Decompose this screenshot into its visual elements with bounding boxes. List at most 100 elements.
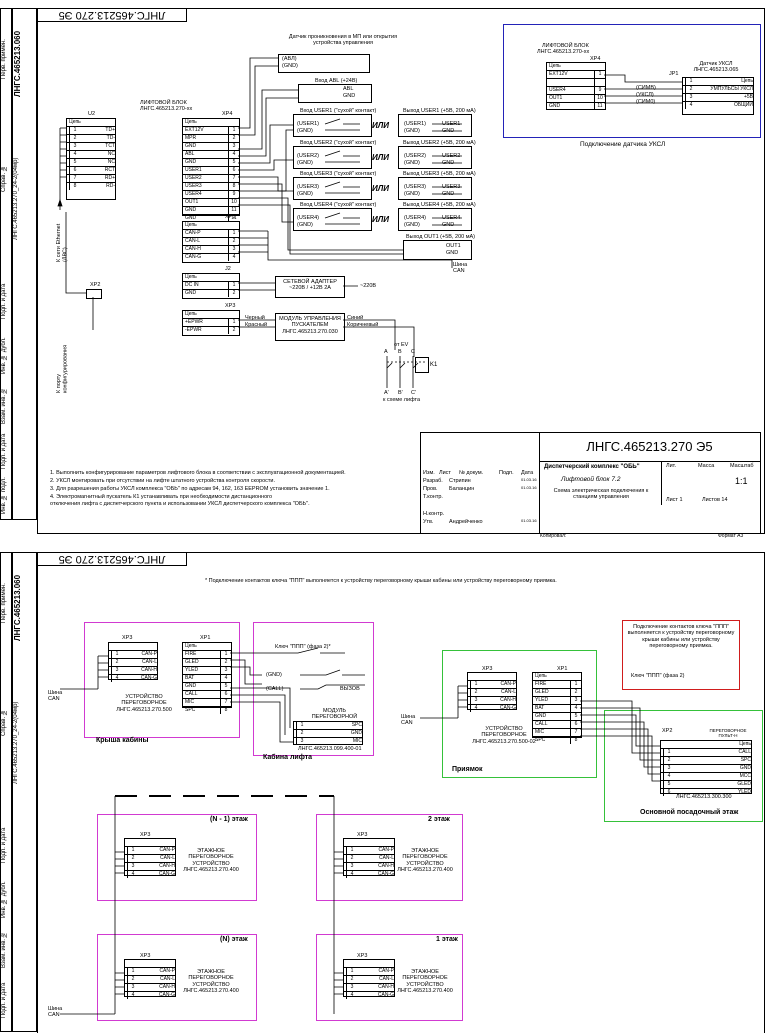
- phase-b2: B': [398, 390, 403, 396]
- note-4: 4. Электромагнитный пускатель К1 устанав…: [50, 494, 273, 500]
- xp4-header: Цепь: [183, 119, 239, 127]
- shina-can-label: Шина CAN: [453, 262, 468, 275]
- note-1: 1. Выполнить конфигурирование параметров…: [50, 470, 346, 476]
- tb-complex: Диспетчерский комплекс "ОБЬ": [544, 464, 640, 470]
- main-floor-caption: Основной посадочный этаж: [640, 809, 739, 816]
- xp3-label: XP3: [225, 303, 236, 309]
- j2-label: J2: [225, 266, 231, 272]
- ili-label: ИЛИ: [372, 215, 390, 224]
- floor-n-label: (N) этаж: [220, 936, 248, 943]
- floor-2-label: 2 этаж: [428, 816, 450, 823]
- uksl-sensor-row: 3+5В: [683, 94, 753, 102]
- tb-tkontr: Т.контр.: [423, 494, 443, 500]
- user2-opin: (USER2): [404, 153, 427, 159]
- main-floor-code: ЛНГС.465213.300.300: [676, 794, 732, 800]
- pit-xp1: XP1: [557, 666, 568, 672]
- user1-opin: (GND): [404, 128, 420, 134]
- pit-frame: [442, 650, 597, 778]
- tb-right-cells: Лит. Масса Масштаб 1:1 Лист 1 Листов 14: [661, 461, 760, 505]
- roof-frame: [84, 622, 240, 738]
- sheet1-wiring: [57, 57, 682, 388]
- out1-pin: OUT1: [446, 243, 461, 249]
- cabin-pin-call: (CALL): [266, 686, 284, 692]
- tb-sheets: Листов 14: [702, 497, 728, 503]
- floor-1-frame: [316, 934, 463, 1021]
- user1-out-label: Выход USER1 (+5В, 200 мА): [403, 108, 476, 114]
- floor-xp3: XP3: [357, 832, 368, 838]
- tb-date2: 01.03.16: [521, 485, 537, 490]
- sheet-2: ЛНГС.465213.060 ЛНГС.465213.270_24-2(04м…: [0, 544, 768, 1033]
- roof-device: УСТРОЙСТВО ПЕРЕГОВОРНОЕ ЛНГС.465213.270.…: [116, 694, 172, 713]
- sheet1-frame: [37, 8, 765, 534]
- phase-c2: C': [411, 390, 417, 396]
- sensor-label: Датчик проникновения в МП или открытия у…: [288, 34, 398, 47]
- user3-opin: (USER3): [404, 184, 427, 190]
- floor-device: ЭТАЖНОЕ ПЕРЕГОВОРНОЕ УСТРОЙСТВО ЛНГС.465…: [183, 969, 239, 994]
- pit-xp1-header: Цепь: [533, 673, 581, 681]
- tb-scale-val: 1:1: [735, 476, 748, 486]
- tb-utv-n: Андрейченко: [449, 519, 483, 525]
- pit-caption: Приямок: [452, 766, 483, 773]
- tb-razrab-n: Стрипин: [449, 478, 471, 484]
- floor-2-frame: [316, 814, 463, 901]
- note-2: 2. УКСЛ монтировать при отсутствии на ли…: [50, 478, 276, 484]
- user2-out-label: Выход USER2 (+5В, 200 мА): [403, 140, 476, 146]
- abl-block: [298, 84, 372, 103]
- user1-in-label: Вход USER1 ("сухой" контакт): [300, 108, 377, 114]
- pit-device: УСТРОЙСТВО ПЕРЕГОВОРНОЕ ЛНГС.465213.270.…: [472, 726, 536, 745]
- floor-row: [344, 960, 394, 968]
- xp4-label: XP4: [222, 111, 233, 117]
- floor-xp3: XP3: [140, 953, 151, 959]
- sheet2-note: * Подключение контактов ключа "ППП" выпо…: [205, 578, 557, 584]
- phase-a2: A': [384, 390, 389, 396]
- roof-xp3: XP3: [122, 635, 133, 641]
- user3-out-label: Выход USER3 (+5В, 200 мА): [403, 171, 476, 177]
- tb-data: Дата: [521, 470, 534, 476]
- cabin-pin-gnd: (GND): [266, 672, 282, 678]
- uksl-xp4-row: [547, 79, 605, 87]
- uksl-wire: (СИМ0): [636, 99, 656, 105]
- main-floor-frame: [604, 710, 763, 822]
- floor-xp3: XP3: [140, 832, 151, 838]
- phase-b: B: [398, 349, 402, 355]
- tb-mass: Масса: [698, 463, 715, 469]
- uksl-xp4-header: Цепь: [547, 63, 605, 71]
- sheet-1: ЛНГС.465213.060 ЛНГС.465213.270_24-2(04м…: [0, 0, 768, 539]
